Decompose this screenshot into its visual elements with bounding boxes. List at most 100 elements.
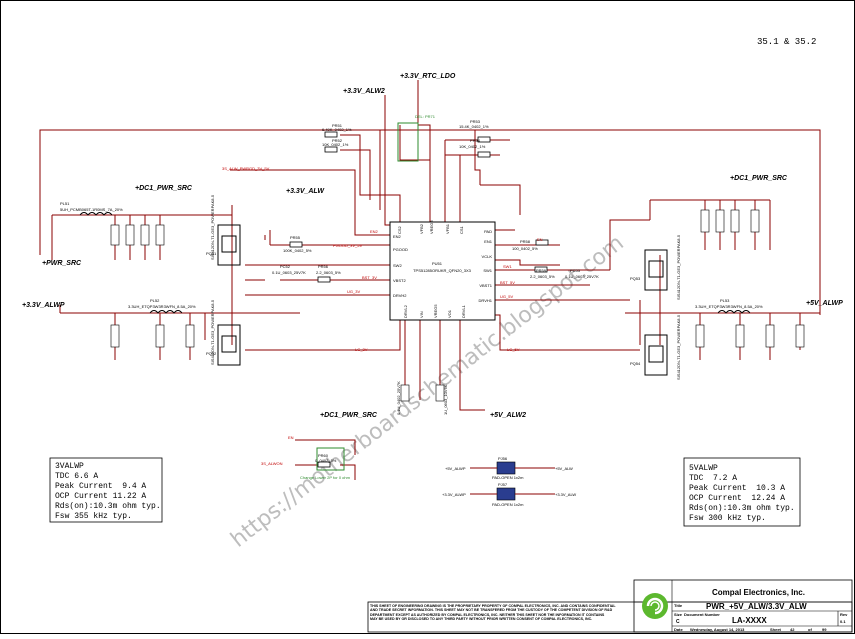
date-label: Date (674, 627, 683, 632)
svg-text:PJ57: PJ57 (498, 482, 508, 487)
fet-pq52: SIS412DN-T1-GE3_POWERPAK8-5 PQ52 (206, 299, 241, 366)
title-label: Title (674, 603, 683, 608)
svg-text:PQ53: PQ53 (630, 276, 641, 281)
pr58-val: 100_0402_5% (512, 246, 538, 251)
net-3v3-alwp: +3.3V_ALWP (22, 302, 65, 309)
svg-text:PL53: PL53 (720, 298, 730, 303)
pr51-val: 6.49K_0402_1% (322, 127, 352, 132)
spec-right-title: 5VALWP (689, 464, 718, 473)
pr56-val: 2.2_0603_5% (316, 270, 341, 275)
sig-ug5: UG_5V (500, 294, 513, 299)
svg-text:SIS412DN-T1-GE3_POWERPAK8-5: SIS412DN-T1-GE3_POWERPAK8-5 (210, 299, 215, 365)
pc52-val: 0.1U_0603_25V7K (272, 270, 306, 275)
rev-value: 0.1 (840, 619, 846, 624)
sheet-reference: 35.1 & 35.2 (757, 37, 817, 47)
net-pwr-src: +PWR_SRC (42, 260, 82, 267)
spec-left: 3VALWP TDC 6.6 A Peak Current 9.4 A OCP … (55, 462, 161, 522)
pr53-val: 15.4K_0402_1% (459, 124, 489, 129)
net-dc1-pwr-src-left: +DC1_PWR_SRC (135, 185, 193, 192)
svg-text:PL51: PL51 (60, 201, 70, 206)
sheet-number: 42 (790, 627, 795, 632)
alwon-resistor-box (316, 447, 345, 471)
disclaimer-line: DEPARTMENT EXCEPT AS AUTHORIZED BY COMPA… (370, 612, 605, 617)
spec-right: 5VALWP TDC 7.2 A Peak Current 10.3 A OCP… (689, 464, 795, 524)
spec-left-line: Fsw 355 kHz typ. (55, 512, 132, 521)
resistor-symbols (289, 131, 549, 468)
net-alw-pwrgd: 3S_ALW_PWRGD_3V_5V (222, 166, 270, 171)
ic-pin-vreg3: VREG3 (429, 220, 434, 234)
net-3v3-alw: +3.3V_ALW (286, 188, 325, 195)
pr56-ref: PR56 (318, 264, 329, 269)
sheet-label: Sheet (770, 627, 781, 632)
sig-en2: EN2 (370, 229, 379, 234)
ic-pin-vin: VIN (419, 311, 424, 318)
pc53-val: 0.1U_0603_25V7K (565, 274, 599, 279)
net-5v-alwp: +5V_ALWP (806, 300, 843, 307)
net-dc1-pwr-src-bottom: +DC1_PWR_SRC (320, 412, 378, 419)
svg-text:PAD-OPEN 1x2m: PAD-OPEN 1x2m (492, 475, 524, 480)
doc-label: Document Number (684, 612, 720, 617)
sig-ug3: UG_3V (347, 289, 360, 294)
ic-pin-en2: EN2 (393, 234, 402, 239)
svg-text:PL52: PL52 (150, 298, 160, 303)
pr51-ref: PR51 (332, 123, 343, 128)
spec-right-line: Rds(on):10.3m ohm typ. (689, 504, 795, 513)
rtc-ldo-cap-box (397, 122, 419, 162)
net-dc1-pwr-src-right: +DC1_PWR_SRC (730, 175, 788, 182)
pr58-ref: PR58 (520, 239, 531, 244)
ic-pin-drvh2: DRVH2 (393, 293, 407, 298)
inductor-pl51: PL51 5UH_PCMB065T-1R0MS_7A_20% (60, 201, 123, 216)
ic-pin-cs2: CS2 (397, 225, 402, 234)
ic-pin-drvl2: DRVL2 (403, 304, 408, 318)
svg-text:0.1U_0402_25V7K: 0.1U_0402_25V7K (396, 381, 401, 415)
svg-text:PAD-OPEN 1x2m: PAD-OPEN 1x2m (492, 502, 524, 507)
disclaimer-line: AND TRADE SECRET INFORMATION. THIS SHEET… (370, 608, 613, 613)
disclaimer-line: THIS SHEET OF ENGINEERING DRAWING IS THE… (370, 604, 616, 608)
spec-right-line: Peak Current 10.3 A (689, 484, 786, 493)
svg-text:+5V_ALWP: +5V_ALWP (445, 466, 466, 471)
fet-pq54: SIS412DN-T1-GE3_POWERPAK8-5 PQ54 (630, 314, 681, 380)
net-5v-alw2: +5V_ALW2 (490, 412, 526, 419)
pr60-val: 0_0402_5% (315, 458, 337, 463)
svg-text:SIS412DN-T1-GE3_POWERPAK8-5: SIS412DN-T1-GE3_POWERPAK8-5 (210, 194, 215, 260)
jumper-pj57: PJ57 PAD-OPEN 1x2m +3.3V_ALWP +3.3V_ALW (442, 482, 576, 507)
spec-box-right (683, 457, 801, 527)
net-3v3-alw2: +3.3V_ALW2 (343, 88, 385, 95)
sig-lg3: LG_3V (355, 347, 368, 352)
svg-text:SIS412DN-T1-GE3_POWERPAK8-5: SIS412DN-T1-GE3_POWERPAK8-5 (676, 234, 681, 300)
pr60-ref: PR60 (318, 453, 329, 458)
spec-left-line: OCP Current 11.22 A (55, 492, 147, 501)
svg-text:3.3UH_ETQP3W3R3WFN_8.5A_20%: 3.3UH_ETQP3W3R3WFN_8.5A_20% (128, 304, 196, 309)
ic-pu51: PU51 TPS51285ORUKR_QFN20_3X3 EN2 PGOOD S… (389, 220, 496, 321)
size-label: Size (674, 612, 683, 617)
doc-number: LA-XXXX (732, 616, 767, 625)
disclaimer: THIS SHEET OF ENGINEERING DRAWING IS THE… (370, 604, 632, 621)
ic-pin-vo1: VO1 (447, 309, 452, 318)
company-name: Compal Electronics, Inc. (712, 588, 805, 597)
disclaimer-line: MAY BE USED BY OR DISCLOSED TO ANY THIRD… (370, 616, 593, 621)
ic-pin-vfb1: VFB1 (445, 223, 450, 234)
spec-box-left (49, 457, 163, 523)
drawing-title: PWR_+5V_ALW/3.3V_ALW (706, 602, 807, 611)
sig-bst1: BST_5V (500, 280, 515, 285)
svg-text:1U_0603_10V6K: 1U_0603_10V6K (443, 384, 448, 415)
sig-lg5: LG_5V (507, 347, 520, 352)
pr59-ref: PR59 (536, 268, 547, 273)
inductor-pl53: PL53 3.3UH_ETQP3W3R3WFN_8.5A_20% (695, 298, 763, 314)
pr54-val: 10K_0402_1% (459, 144, 486, 149)
ic-pin-pgood: PGOOD (393, 247, 408, 252)
svg-text:5UH_PCMB065T-1R0MS_7A_20%: 5UH_PCMB065T-1R0MS_7A_20% (60, 207, 123, 212)
ic-pin-sw2: SW2 (393, 263, 402, 268)
svg-text:PJ56: PJ56 (498, 456, 508, 461)
sheet-total: 99 (822, 627, 827, 632)
sig-pgood: PGOOD_3V_5V (333, 243, 362, 248)
svg-text:+3.3V_ALW: +3.3V_ALW (555, 492, 576, 497)
pr52-ref: PR52 (332, 138, 343, 143)
ic-pin-drvl1: DRVL1 (461, 304, 466, 318)
svg-text:PQ54: PQ54 (630, 361, 641, 366)
ic-pin-vbst1: VBST1 (479, 283, 492, 288)
pr52-val: 10K_0402_1% (322, 142, 349, 147)
pr59-val: 2.2_0603_5% (530, 274, 555, 279)
